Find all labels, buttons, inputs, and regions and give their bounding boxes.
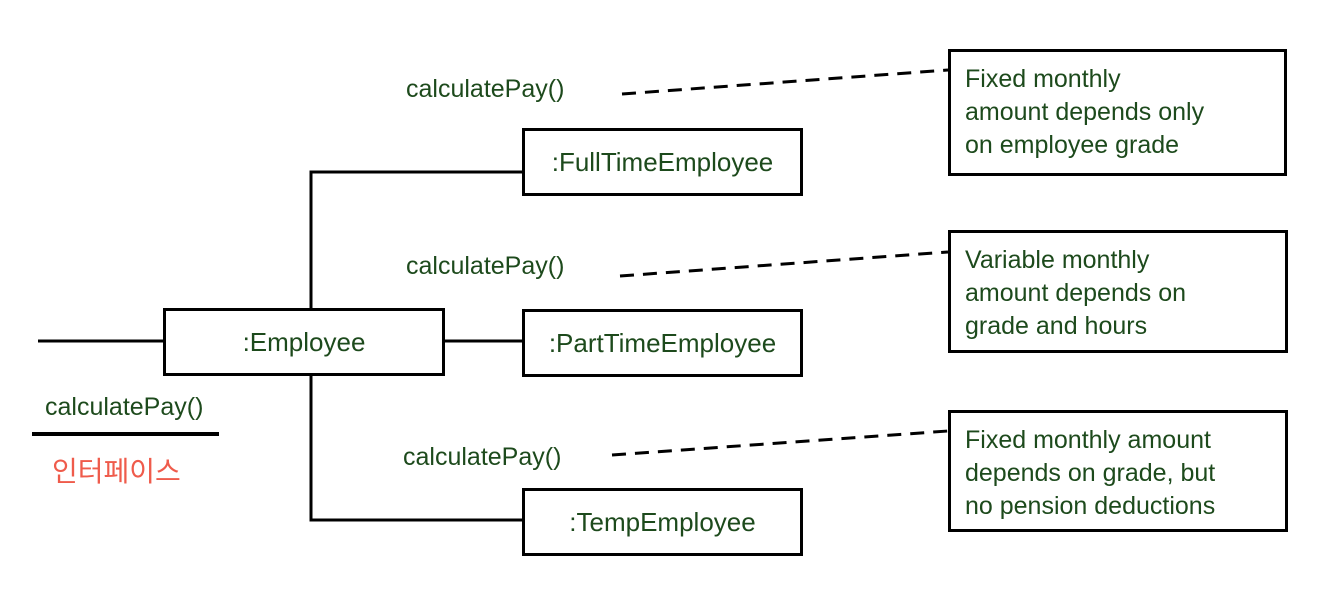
annotation-line: amount depends only: [965, 98, 1205, 126]
parttime-method-label: calculatePay(): [406, 252, 565, 280]
annotation-line: amount depends on: [965, 279, 1187, 307]
annotation-line: on employee grade: [965, 131, 1180, 159]
annotation-line: Fixed monthly: [965, 65, 1121, 93]
interface-method-label: calculatePay(): [45, 393, 204, 421]
annotation-line: depends on grade, but: [965, 459, 1216, 487]
dashed-connector-fulltime: [621, 68, 949, 96]
annotation-note-fulltime: Fixed monthly amount depends only on emp…: [948, 49, 1287, 176]
employee-node: :Employee: [163, 308, 445, 376]
annotation-line: grade and hours: [965, 312, 1148, 340]
employee-node-label: :Employee: [242, 326, 366, 357]
annotation-line: no pension deductions: [965, 492, 1216, 520]
temp-method-label: calculatePay(): [403, 443, 562, 471]
annotation-note-parttime: Variable monthly amount depends on grade…: [948, 230, 1288, 353]
temp-employee-node-label: :TempEmployee: [569, 506, 756, 537]
temp-employee-node: :TempEmployee: [522, 488, 803, 556]
dashed-connector-parttime: [619, 250, 949, 278]
parttime-employee-node-label: :PartTimeEmployee: [548, 327, 777, 358]
dashed-connector-temp: [611, 429, 949, 457]
fulltime-employee-node-label: :FullTimeEmployee: [551, 146, 774, 177]
interface-caption: 인터페이스: [52, 456, 181, 487]
parttime-employee-node: :PartTimeEmployee: [522, 309, 803, 377]
annotation-line: Fixed monthly amount: [965, 426, 1211, 454]
annotation-note-temp: Fixed monthly amount depends on grade, b…: [948, 410, 1288, 532]
fulltime-employee-node: :FullTimeEmployee: [522, 128, 803, 196]
annotation-line: Variable monthly: [965, 246, 1150, 274]
fulltime-method-label: calculatePay(): [406, 75, 565, 103]
